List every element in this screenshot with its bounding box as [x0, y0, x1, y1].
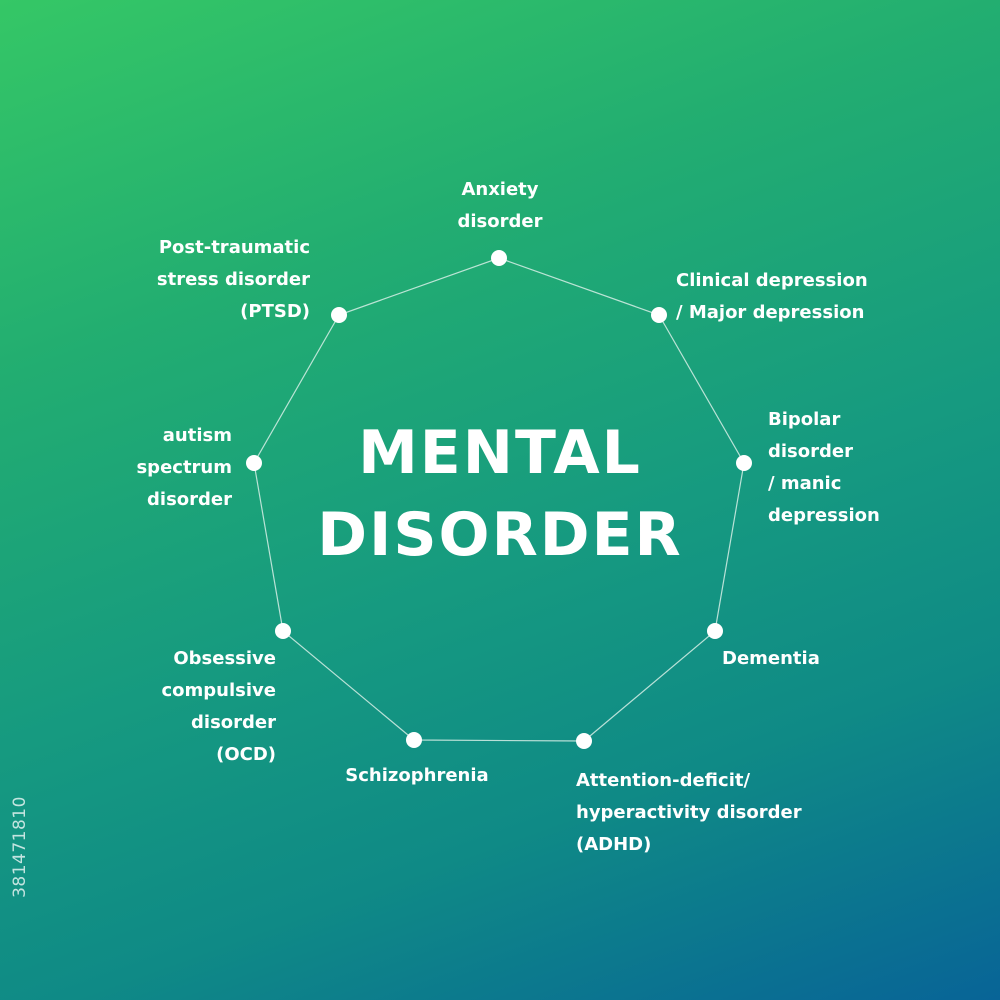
- label-clinical-depression: Clinical depression / Major depression: [676, 270, 868, 323]
- node-dot-bipolar: [736, 455, 752, 471]
- label-bipolar: Bipolar disorder / manic depression: [768, 409, 880, 526]
- title-line-2: DISORDER: [317, 500, 683, 570]
- node-dot-schizophrenia: [406, 732, 422, 748]
- node-dot-autism: [246, 455, 262, 471]
- label-adhd: Attention-deficit/ hyperactivity disorde…: [576, 770, 802, 855]
- node-dot-ocd: [275, 623, 291, 639]
- label-ptsd: Post-traumatic stress disorder (PTSD): [156, 237, 310, 322]
- stock-id-watermark: 381471810: [10, 796, 30, 898]
- ring-nodes: [246, 250, 752, 749]
- node-dot-dementia: [707, 623, 723, 639]
- title-line-1: MENTAL: [358, 418, 642, 488]
- node-dot-ptsd: [331, 307, 347, 323]
- label-autism: autism spectrum disorder: [136, 425, 232, 510]
- node-dot-adhd: [576, 733, 592, 749]
- node-dot-depression: [651, 307, 667, 323]
- label-dementia: Dementia: [722, 648, 820, 669]
- label-anxiety: Anxiety disorder: [457, 179, 543, 232]
- label-ocd: Obsessive compulsive disorder (OCD): [161, 648, 277, 765]
- label-schizophrenia: Schizophrenia: [345, 765, 489, 786]
- node-dot-anxiety: [491, 250, 507, 266]
- ring-outline: [253, 257, 745, 742]
